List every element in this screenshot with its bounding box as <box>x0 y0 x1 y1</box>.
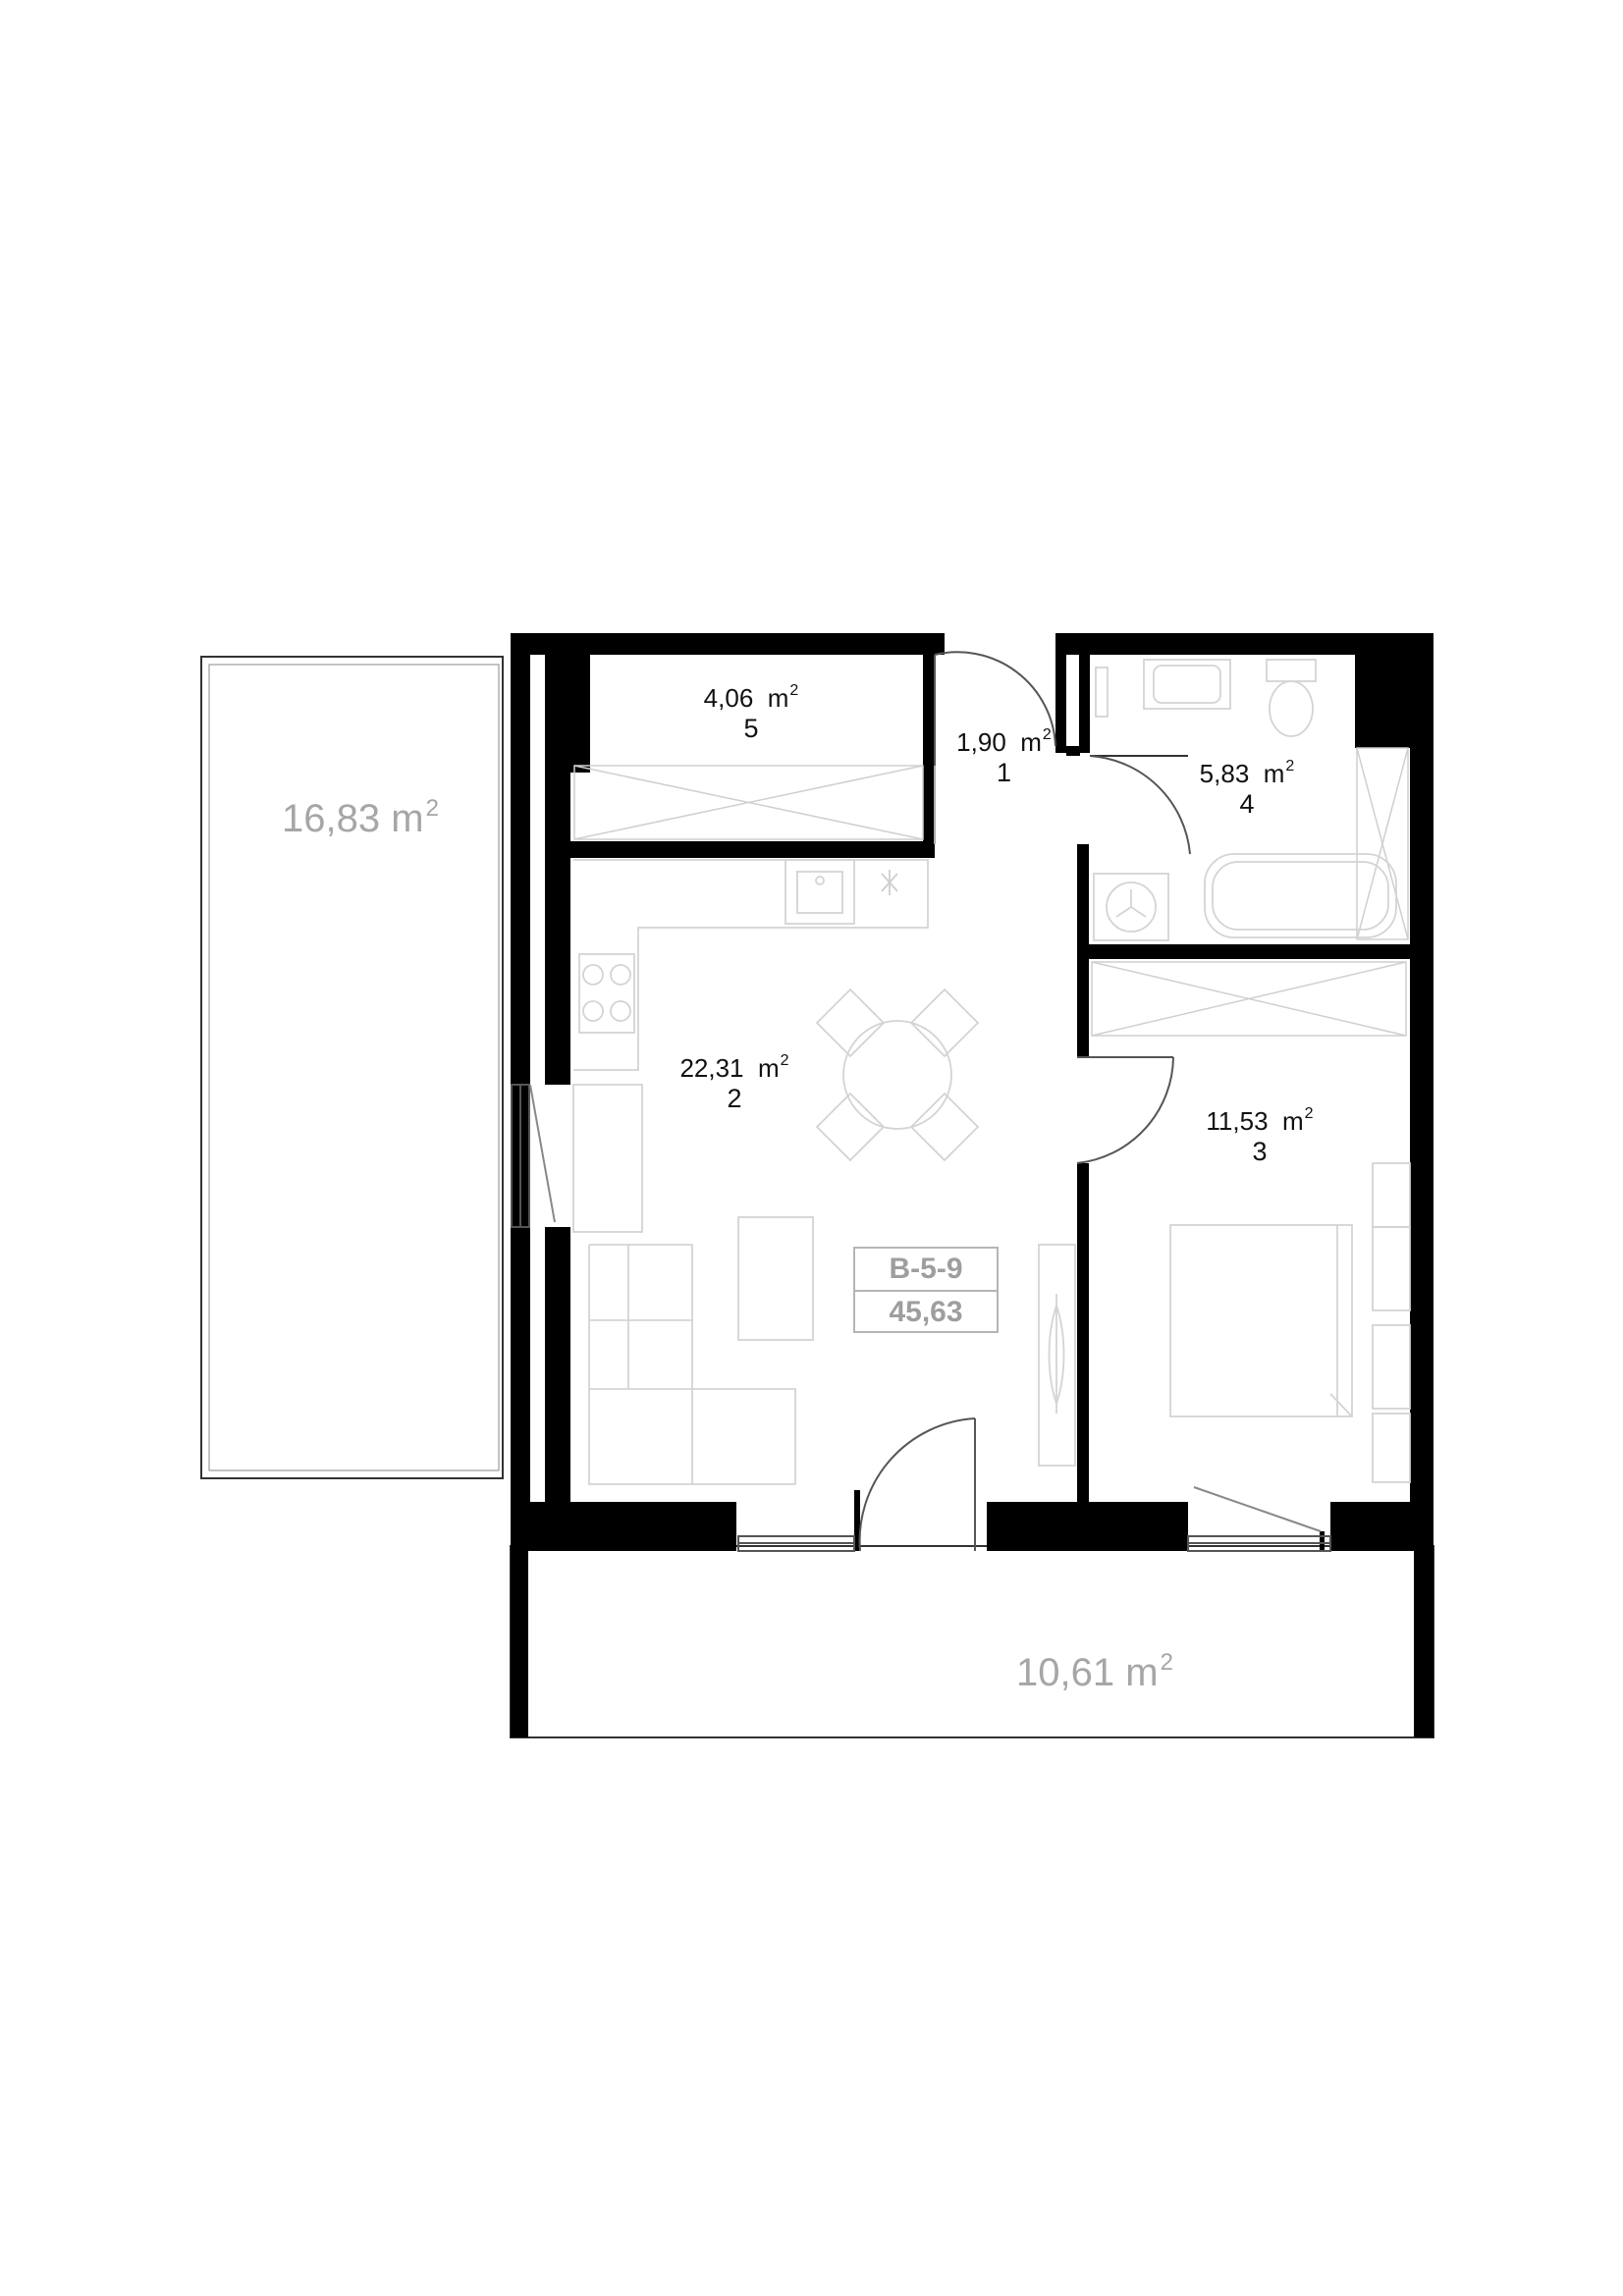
walls <box>511 633 1434 1551</box>
room-2-number: 2 <box>727 1083 742 1113</box>
room-5-number: 5 <box>743 713 759 743</box>
apartment-tag: B-5-9 45,63 <box>853 1247 999 1333</box>
room-1-number: 1 <box>996 757 1012 787</box>
room-2-label: 22,31 m2 2 <box>656 1052 813 1114</box>
apartment-code: B-5-9 <box>855 1249 997 1292</box>
dining-set <box>815 988 980 1162</box>
room-3-number: 3 <box>1252 1136 1268 1166</box>
bathroom-fixtures <box>1093 659 1397 941</box>
room-5-area: 4,06 m2 <box>703 682 799 713</box>
doors <box>858 651 1191 1552</box>
bottom-balcony-area: 10,61 m2 <box>1016 1649 1173 1694</box>
bedroom-furniture <box>1169 1162 1411 1483</box>
room-4-number: 4 <box>1239 788 1255 819</box>
room-4-label: 5,83 m2 4 <box>1173 758 1321 820</box>
room-2-area: 22,31 m2 <box>679 1052 789 1083</box>
room-1-area: 1,90 m2 <box>956 726 1052 757</box>
room-4-area: 5,83 m2 <box>1199 758 1295 788</box>
room-5-label: 4,06 m2 5 <box>677 682 825 744</box>
room-3-label: 11,53 m2 3 <box>1181 1105 1338 1167</box>
sofa-and-table <box>588 1216 1076 1485</box>
kitchen-furniture <box>572 859 929 1233</box>
left-balcony <box>200 656 504 1479</box>
windows <box>511 1084 1331 1552</box>
room-3-area: 11,53 m2 <box>1206 1105 1314 1136</box>
apartment-total-area: 45,63 <box>889 1296 963 1328</box>
left-balcony-area: 16,83 m2 <box>282 795 439 840</box>
bottom-balcony <box>510 1545 1434 1738</box>
room-1-label: 1,90 m2 1 <box>938 726 1070 788</box>
wardrobes <box>573 747 1409 1037</box>
